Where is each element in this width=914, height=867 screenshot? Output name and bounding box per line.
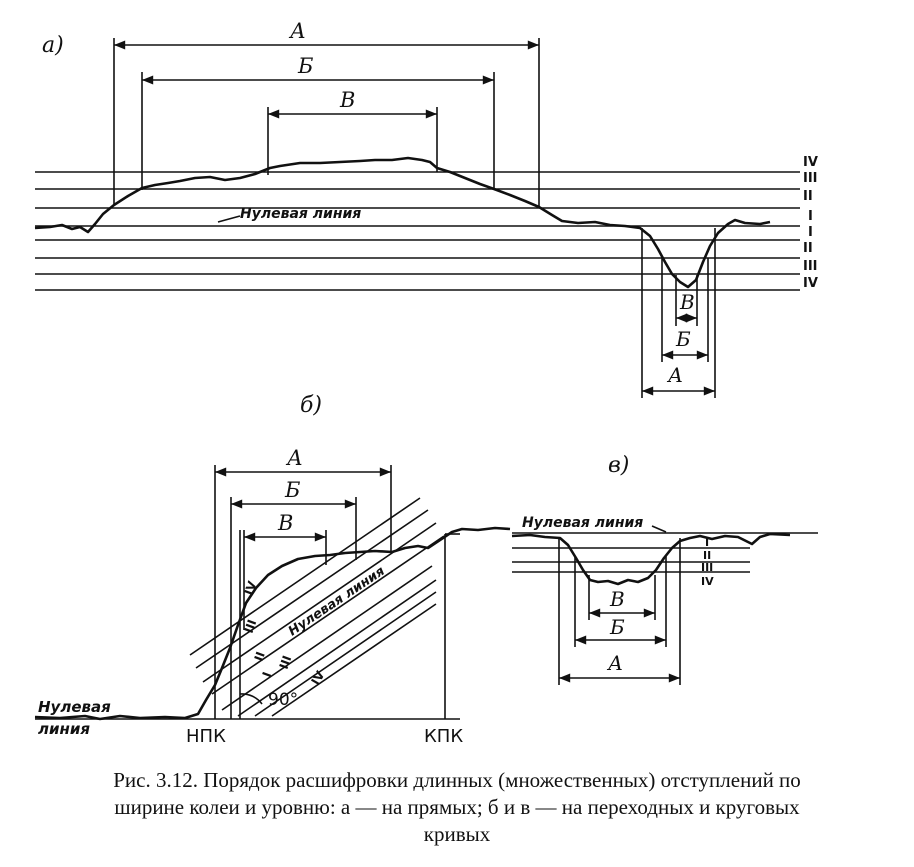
panel-a-extension-lines bbox=[113, 38, 716, 398]
panel-b-diagonal-lines bbox=[189, 497, 445, 717]
panel-b-dim-v-label: В bbox=[277, 511, 293, 535]
level-i-down: I bbox=[808, 225, 813, 240]
panel-a-dim-b-label: Б bbox=[297, 54, 313, 78]
panel-b-level-labels: IV III II I III IV bbox=[242, 579, 328, 688]
b-level-i: I bbox=[260, 670, 275, 679]
b-level-ii: II bbox=[252, 650, 268, 663]
level-iii-up: III bbox=[803, 171, 818, 186]
caption-line-3: кривых bbox=[423, 822, 491, 846]
figure-caption: Рис. 3.12. Порядок расшифровки длинных (… bbox=[0, 767, 914, 848]
panel-a-dim-v-low-label: В bbox=[679, 290, 695, 314]
panel-c-level-lines bbox=[512, 532, 818, 573]
c-level-iv: IV bbox=[701, 575, 714, 588]
panel-b-zero-label-1: Нулевая bbox=[38, 698, 111, 716]
panel-b-npk: НПК bbox=[186, 726, 226, 747]
panel-c-dim-a-label: А bbox=[606, 651, 623, 675]
panel-b-curve bbox=[34, 526, 511, 721]
level-ii-down: II bbox=[803, 241, 813, 256]
caption-line-1: Рис. 3.12. Порядок расшифровки длинных (… bbox=[113, 768, 801, 792]
panel-b-dim-b-label: Б bbox=[284, 478, 300, 502]
panel-c-zero-label: Нулевая линия bbox=[522, 515, 643, 531]
b-level-iv-low: IV bbox=[308, 668, 327, 688]
panel-a: а) bbox=[34, 19, 818, 398]
panel-a-dim-v-label: В bbox=[339, 88, 355, 112]
panel-a-dim-a-low-label: А bbox=[666, 363, 683, 387]
panel-a-label: а) bbox=[42, 33, 64, 58]
panel-b-zero-label-2: линия bbox=[38, 720, 90, 738]
panel-a-zero-leader bbox=[217, 215, 241, 223]
panel-a-dim-b-low-label: Б bbox=[675, 327, 691, 351]
panel-a-level-labels: IV III II I I II III IV bbox=[803, 155, 818, 291]
panel-c-label: в) bbox=[608, 453, 629, 478]
b-level-iii-low: III bbox=[277, 654, 295, 671]
panel-c: в) В Б А Нулевая линия I II III bbox=[511, 453, 818, 685]
panel-a-level-lines bbox=[35, 171, 800, 291]
panel-a-zero-label: Нулевая линия bbox=[240, 206, 361, 222]
panel-b: б) А Б В bbox=[34, 393, 511, 747]
c-level-iii: III bbox=[701, 561, 713, 574]
panel-b-zero-diag-label: Нулевая линия bbox=[286, 564, 388, 639]
b-level-iv: IV bbox=[242, 579, 260, 597]
level-iv-down: IV bbox=[803, 276, 818, 291]
level-i-up: I bbox=[808, 209, 813, 224]
panel-c-dim-b-label: Б bbox=[609, 615, 625, 639]
figure: а) bbox=[34, 19, 818, 747]
panel-c-dim-v-label: В bbox=[609, 587, 625, 611]
c-level-ii: II bbox=[703, 549, 711, 562]
c-level-i: I bbox=[705, 536, 709, 549]
panel-b-kpk: КПК bbox=[424, 726, 463, 747]
level-ii-up: II bbox=[803, 189, 813, 204]
b-level-iii: III bbox=[242, 618, 260, 635]
panel-c-zero-leader bbox=[651, 525, 667, 533]
panel-b-angle-arc bbox=[239, 693, 263, 705]
level-iii-down: III bbox=[803, 259, 818, 274]
panel-c-level-labels: I II III IV bbox=[701, 536, 714, 588]
panel-a-dim-a-label: А bbox=[288, 19, 306, 43]
panel-b-angle-label: 90° bbox=[268, 690, 298, 710]
level-iv-up: IV bbox=[803, 155, 818, 170]
panel-b-dim-a-label: А bbox=[285, 446, 303, 470]
panel-b-label: б) bbox=[300, 393, 322, 418]
caption-line-2: ширине колеи и уровню: а — на прямых; б … bbox=[114, 795, 800, 819]
panel-c-curve bbox=[511, 532, 791, 586]
panel-a-curve bbox=[34, 156, 771, 289]
